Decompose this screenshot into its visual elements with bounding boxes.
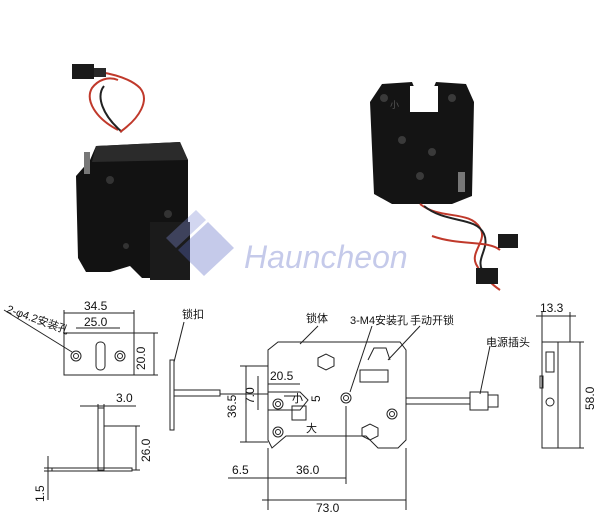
label-lock-catch: 锁扣 [182, 307, 204, 321]
watermark-logo-icon [166, 210, 234, 276]
label-lock-body: 锁体 [306, 311, 328, 325]
label-install-hole-2: 2-φ4.2安装孔 [5, 302, 71, 337]
label-manual-unlock: 手动开锁 [410, 313, 454, 327]
dim-left-offset: 6.5 [232, 463, 249, 477]
dim-hole-spacing: 36.0 [296, 463, 320, 477]
product-photo-right: 小 [370, 82, 518, 291]
catch-front-view [169, 321, 221, 431]
dim-body-height: 58.0 [583, 386, 597, 410]
mark-small: 小 [292, 392, 303, 405]
watermark: Hauncheon [166, 210, 408, 276]
dim-slot-width: 7.0 [243, 387, 257, 404]
dim-catch-base: 1.5 [33, 485, 47, 502]
dim-catch-thickness: 3.0 [116, 391, 133, 405]
watermark-text: Hauncheon [244, 239, 408, 275]
dim-body-width: 73.0 [316, 501, 340, 515]
dim-catch-hole-spacing: 25.0 [84, 315, 108, 329]
connector-icon [72, 64, 94, 79]
dim-catch-height: 20.0 [134, 346, 148, 370]
dim-catch-leg-length: 26.0 [139, 438, 153, 462]
catch-top-view [3, 309, 158, 376]
label-m4-install-hole: 3-M4安装孔 [350, 313, 408, 327]
mark-big: 大 [306, 421, 317, 435]
svg-text:小: 小 [390, 100, 399, 110]
dim-body-side: 36.5 [225, 394, 239, 418]
lock-body-side-view [536, 312, 584, 449]
dim-slot-offset: 20.5 [270, 369, 294, 383]
catch-side-view [44, 404, 140, 500]
screw-icon [84, 152, 90, 174]
dim-catch-width: 34.5 [84, 299, 108, 313]
dim-body-depth: 13.3 [540, 301, 564, 315]
product-photo-left [72, 64, 190, 280]
label-power-plug: 电源插头 [486, 335, 530, 349]
dim-slot-depth: 5 [309, 395, 323, 402]
lock-body-front-view [220, 325, 499, 510]
